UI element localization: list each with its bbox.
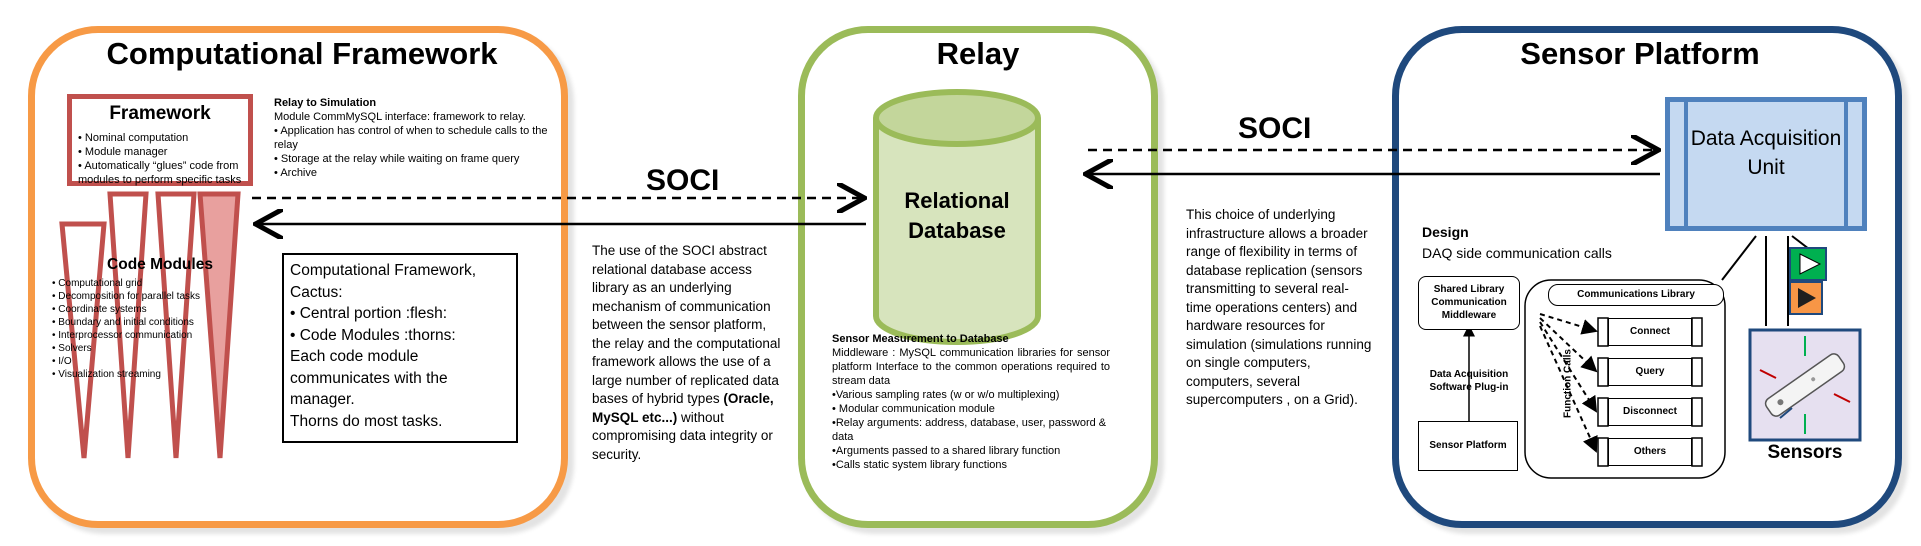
list-item: Coordinate systems [52, 303, 252, 316]
relational-database-cylinder [873, 89, 1041, 345]
cactus-line: Cactus: [290, 283, 343, 301]
list-item: Archive [274, 166, 556, 180]
list-item: Code Modules :thorns: [290, 325, 510, 347]
code-modules-title: Code Modules [107, 256, 213, 273]
list-item: Automatically “glues” code from modules … [78, 159, 254, 187]
relational-database-label: Relational Database [904, 188, 1010, 243]
soci-description: The use of the SOCI abstract relational … [592, 242, 782, 464]
infrastructure-text: This choice of underlying infrastructure… [1186, 207, 1372, 407]
soci-description-text: The use of the SOCI abstract relational … [592, 243, 781, 406]
list-item: Decomposition for parallel tasks [52, 290, 252, 303]
list-item: •Various sampling rates (w or w/o multip… [832, 389, 1060, 401]
call-box-tabs [1597, 317, 1703, 467]
list-item: Module manager [78, 145, 254, 159]
disconnect-call-box: Disconnect [1608, 398, 1692, 426]
list-item: Computational grid [52, 277, 252, 290]
daq-plugin-label: Data Acquisition Software Plug-in [1429, 369, 1509, 393]
function-call-arrows [1539, 313, 1598, 453]
list-item: Central portion :flesh: [290, 303, 510, 325]
others-call-box: Others [1608, 438, 1692, 466]
sensor-platform-box: Sensor Platform [1418, 421, 1518, 471]
list-item: I/O [52, 355, 252, 368]
list-item: • Modular communication module [832, 403, 995, 415]
sensor-measurement-intro: Middleware : MySQL communication librari… [832, 347, 1110, 387]
query-call-box: Query [1608, 358, 1692, 386]
framework-list: Nominal computation Module manager Autom… [78, 131, 254, 187]
sensor-platform-title: Sensor Platform [1520, 36, 1760, 71]
list-item: •Relay arguments: address, database, use… [832, 417, 1107, 443]
data-acquisition-unit: Data Acquisition Unit [1665, 97, 1867, 231]
list-item: Visualization streaming [52, 368, 252, 381]
cactus-line: Each code module communicates with the m… [290, 348, 448, 408]
soci-description-bold: (Oracle, MySQL etc...) [592, 391, 774, 425]
sensor-device-icon [1748, 328, 1862, 442]
communications-library-label: Communications Library [1548, 284, 1724, 306]
list-item: Application has control of when to sched… [274, 124, 556, 152]
cactus-box: Computational Framework, Cactus: Central… [282, 253, 518, 443]
computational-framework-title: Computational Framework [106, 36, 498, 71]
list-item: •Arguments passed to a shared library fu… [832, 445, 1061, 457]
design-subheading: DAQ side communication calls [1422, 245, 1612, 261]
cactus-line: Thorns do most tasks. [290, 412, 443, 430]
relay-to-simulation-line: Module CommMySQL interface: framework to… [274, 111, 526, 123]
list-item: Nominal computation [78, 131, 254, 145]
list-item: Storage at the relay while waiting on fr… [274, 152, 556, 166]
play-orange-icon [1789, 281, 1823, 315]
connect-call-box: Connect [1608, 318, 1692, 346]
cactus-line: Computational Framework, [290, 262, 477, 279]
relay-to-simulation-text: Relay to Simulation Module CommMySQL int… [274, 96, 556, 180]
design-heading: Design [1422, 224, 1469, 240]
framework-box: Framework Nominal computation Module man… [67, 94, 253, 186]
function-calls-label: Function Calls [1562, 349, 1574, 418]
relay-title: Relay [936, 36, 1020, 71]
play-icon [1789, 247, 1827, 281]
daq-label: Data Acquisition Unit [1690, 127, 1842, 179]
list-item: •Calls static system library functions [832, 459, 1008, 471]
list-item: Boundary and initial conditions [52, 316, 252, 329]
list-item: Solvers [52, 342, 252, 355]
relay-to-simulation-heading: Relay to Simulation [274, 97, 377, 109]
soci-left-label: SOCI [646, 164, 720, 197]
sensors-label: Sensors [1767, 442, 1843, 463]
sensor-measurement-heading: Sensor Measurement to Database [832, 333, 1009, 345]
soci-description-text-after: without compromising data integrity or s… [592, 409, 773, 462]
shared-library-box: Shared Library Communication Middleware [1418, 276, 1520, 330]
framework-title: Framework [109, 103, 211, 124]
code-modules-list: Computational grid Decomposition for par… [52, 277, 252, 381]
soci-right-label: SOCI [1238, 112, 1312, 145]
list-item: Interprocessor communication [52, 329, 252, 342]
sensor-measurement-text: Sensor Measurement to Database Middlewar… [832, 332, 1110, 472]
